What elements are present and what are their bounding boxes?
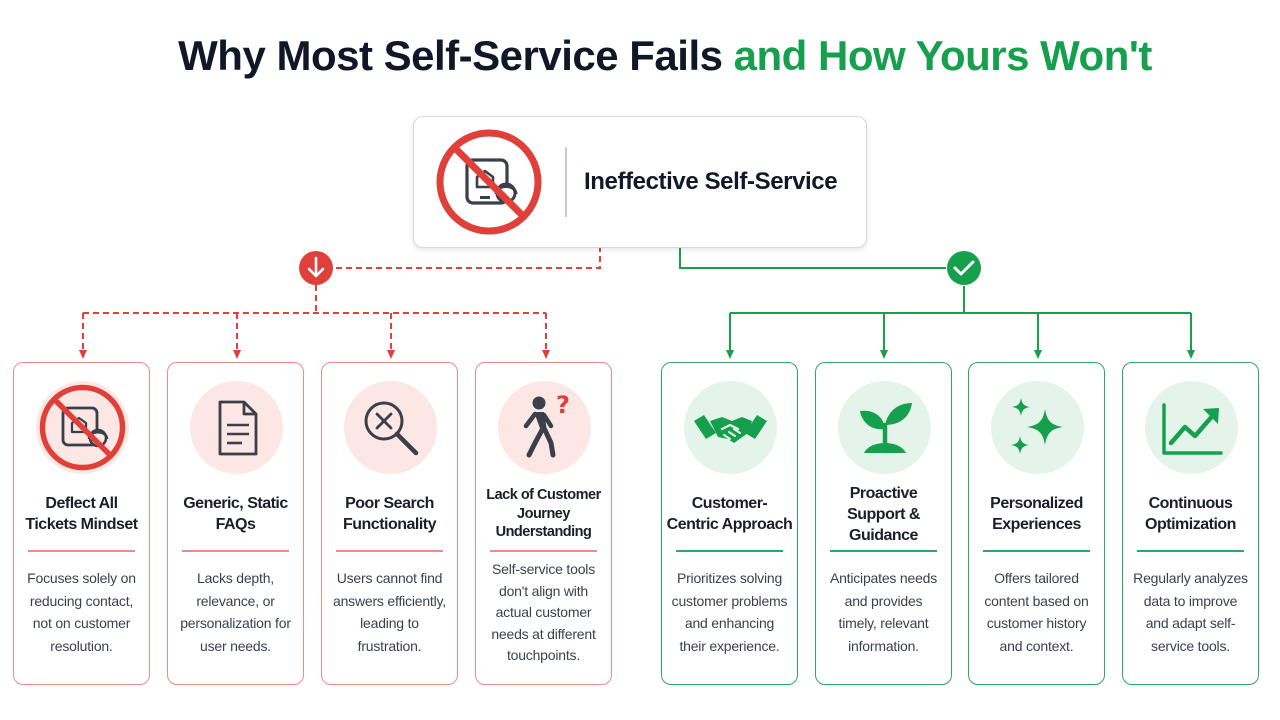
failure-card-deflect: Deflect All Tickets Mindset Focuses sole… xyxy=(13,362,150,685)
card-title: Continuous Optimization xyxy=(1145,495,1236,533)
solution-card-optimization: Continuous Optimization Regularly analyz… xyxy=(1122,362,1259,685)
card-divider xyxy=(490,550,597,552)
confused-walker-icon: ? xyxy=(523,391,570,458)
root-label: Ineffective Self-Service xyxy=(584,168,838,195)
sprout-icon xyxy=(860,403,912,454)
card-title: Generic, Static FAQs xyxy=(183,495,288,533)
fail-node-icon xyxy=(299,251,333,285)
no-support-icon xyxy=(39,384,126,471)
solution-card-customer-centric: Customer-Centric Approach Prioritizes so… xyxy=(661,362,798,685)
solution-card-proactive: Proactive Support & Guidance Anticipates… xyxy=(815,362,952,685)
failure-card-search: Poor Search Functionality Users cannot f… xyxy=(321,362,458,685)
failure-card-faqs: Generic, Static FAQs Lacks depth, releva… xyxy=(167,362,304,685)
document-icon xyxy=(218,400,258,456)
card-title: Deflect All Tickets Mindset xyxy=(25,495,138,533)
sparkles-icon xyxy=(1011,398,1063,454)
title-part-success: and How Yours Won't xyxy=(733,32,1153,79)
page-title: Why Most Self-Service Fails and How Your… xyxy=(0,32,1280,80)
card-description: Prioritizes solving customer problems an… xyxy=(671,570,788,654)
card-divider xyxy=(28,550,135,552)
trend-up-icon xyxy=(1162,403,1223,455)
root-divider xyxy=(565,147,567,217)
card-divider xyxy=(1137,550,1244,552)
card-description: Anticipates needs and provides timely, r… xyxy=(829,570,938,654)
svg-text:?: ? xyxy=(556,391,570,419)
root-node: Ineffective Self-Service xyxy=(413,116,867,248)
handshake-icon xyxy=(694,415,767,443)
title-part-fail: Why Most Self-Service Fails xyxy=(178,32,723,79)
card-description: Lacks depth, relevance, or personalizati… xyxy=(180,570,291,654)
success-connectors xyxy=(679,246,1195,359)
card-divider xyxy=(830,550,937,552)
card-description: Focuses solely on reducing contact, not … xyxy=(27,570,136,654)
no-support-icon xyxy=(436,129,542,235)
card-description: Users cannot find answers efficiently, l… xyxy=(333,570,446,654)
failure-card-journey: ? Lack of Customer Journey Understanding… xyxy=(475,362,612,685)
card-divider xyxy=(983,550,1090,552)
search-fail-icon xyxy=(364,401,419,456)
fail-connectors xyxy=(79,246,601,359)
card-description: Self-service tools don't align with actu… xyxy=(491,561,596,663)
card-title: Lack of Customer Journey Understanding xyxy=(486,487,601,541)
card-description: Offers tailored content based on custome… xyxy=(984,570,1089,654)
check-node-icon xyxy=(947,251,981,285)
card-title: Poor Search Functionality xyxy=(342,495,437,533)
card-title: Customer-Centric Approach xyxy=(666,495,793,533)
card-title: Proactive Support & Guidance xyxy=(847,484,920,544)
card-title: Personalized Experiences xyxy=(990,495,1083,533)
card-divider xyxy=(676,550,783,552)
card-description: Regularly analyzes data to improve and a… xyxy=(1133,570,1248,654)
card-divider xyxy=(336,550,443,552)
solution-card-personalized: Personalized Experiences Offers tailored… xyxy=(968,362,1105,685)
card-divider xyxy=(182,550,289,552)
